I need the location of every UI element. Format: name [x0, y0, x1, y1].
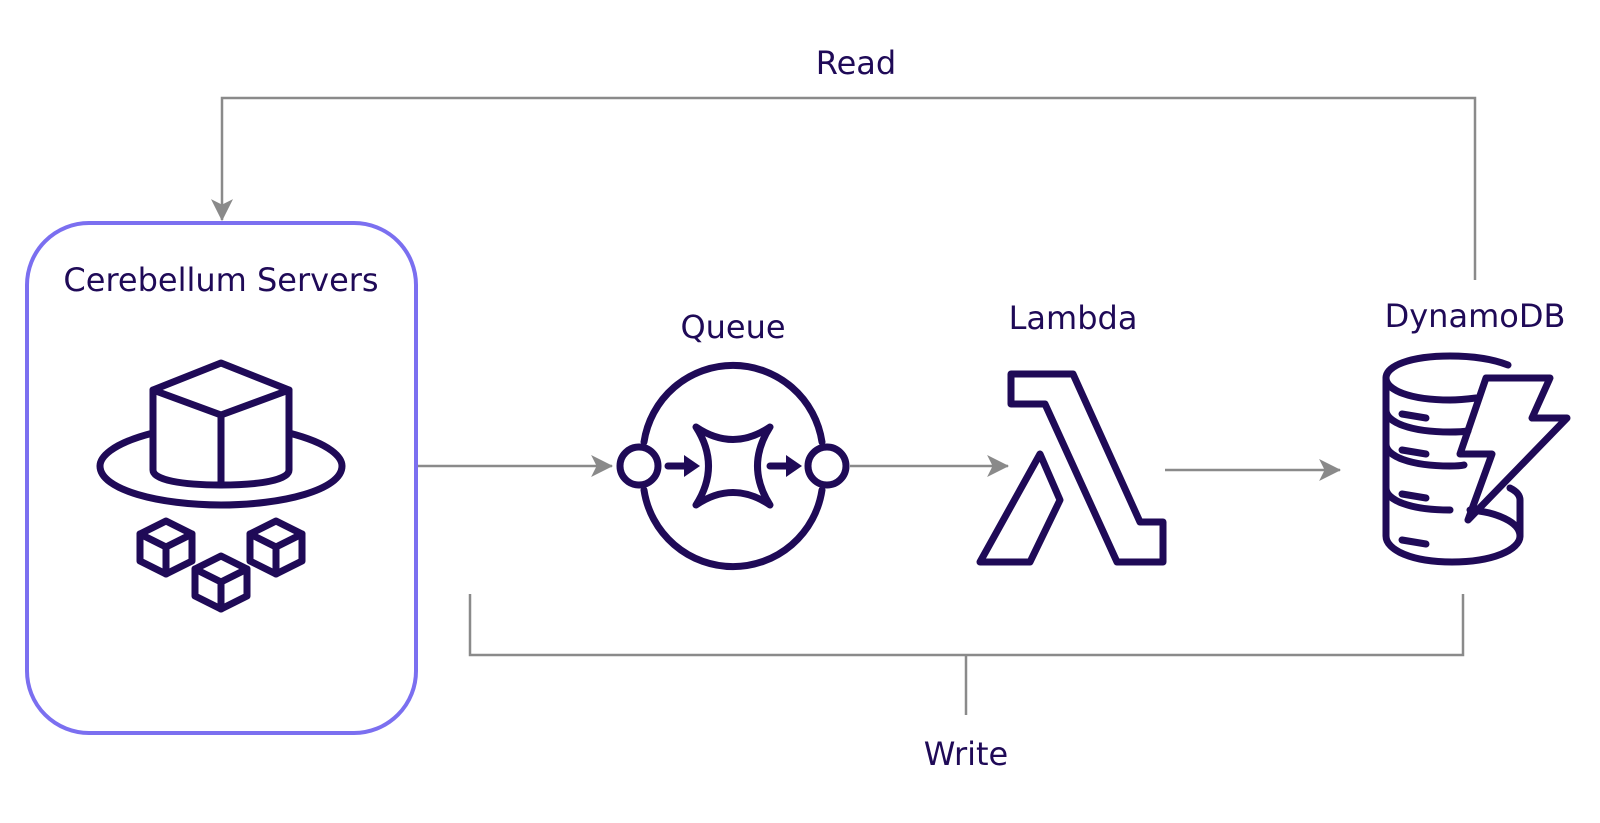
read-connector: [211, 96, 1477, 280]
write-connector: [468, 594, 1465, 715]
lambda-icon: [976, 370, 1167, 566]
queue-node[interactable]: Queue: [616, 308, 850, 571]
dynamodb-node[interactable]: DynamoDB: [1382, 297, 1571, 566]
dynamodb-icon: [1382, 352, 1571, 566]
servers-label: Cerebellum Servers: [63, 261, 378, 299]
server-cluster-icon: [96, 359, 346, 613]
lambda-label: Lambda: [1009, 299, 1138, 337]
queue-label: Queue: [680, 308, 785, 346]
write-label: Write: [924, 735, 1008, 773]
lambda-node[interactable]: Lambda: [976, 299, 1167, 566]
dynamodb-label: DynamoDB: [1385, 297, 1566, 335]
read-label: Read: [816, 44, 896, 82]
queue-icon: [616, 361, 850, 571]
servers-container[interactable]: Cerebellum Servers: [25, 221, 418, 735]
